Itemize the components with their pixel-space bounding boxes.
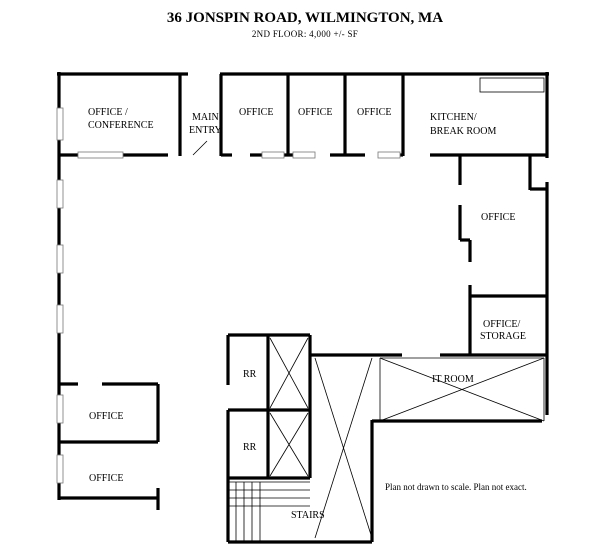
plan-title: 36 JONSPIN ROAD, WILMINGTON, MA <box>167 10 443 26</box>
it-room <box>379 357 545 422</box>
room-kitchen-label-2: BREAK ROOM <box>430 126 497 137</box>
room-stairs-label: STAIRS <box>291 510 325 521</box>
room-kitchen-label-1: KITCHEN/ <box>430 112 477 123</box>
room-it-label: IT ROOM <box>432 374 474 385</box>
room-office-conference-label-2: CONFERENCE <box>88 120 154 131</box>
room-office-lower-2-label: OFFICE <box>89 473 123 484</box>
room-office-lower-1-label: OFFICE <box>89 411 123 422</box>
room-labels: OFFICE / CONFERENCE MAIN ENTRY OFFICE OF… <box>88 107 526 521</box>
room-office-2-label: OFFICE <box>298 107 332 118</box>
room-main-entry-label-1: MAIN <box>192 112 219 123</box>
exterior-walls <box>57 72 549 544</box>
top-row-walls <box>59 74 547 157</box>
room-rr-1-label: RR <box>243 369 257 380</box>
room-office-storage-label-1: OFFICE/ <box>483 319 520 330</box>
plan-disclaimer: Plan not drawn to scale. Plan not exact. <box>385 482 527 492</box>
room-office-right-label: OFFICE <box>481 212 515 223</box>
room-main-entry-label-2: ENTRY <box>189 125 222 136</box>
right-rooms-walls <box>310 155 547 357</box>
core-walls <box>226 333 373 542</box>
room-office-1-label: OFFICE <box>239 107 273 118</box>
windows <box>56 107 401 484</box>
room-office-3-label: OFFICE <box>357 107 391 118</box>
room-rr-2-label: RR <box>243 442 257 453</box>
room-office-storage-label-2: STORAGE <box>480 331 526 342</box>
lower-left-walls <box>59 382 160 444</box>
plan-subtitle: 2ND FLOOR: 4,000 +/- SF <box>252 29 358 39</box>
room-office-conference-label-1: OFFICE / <box>88 107 128 118</box>
